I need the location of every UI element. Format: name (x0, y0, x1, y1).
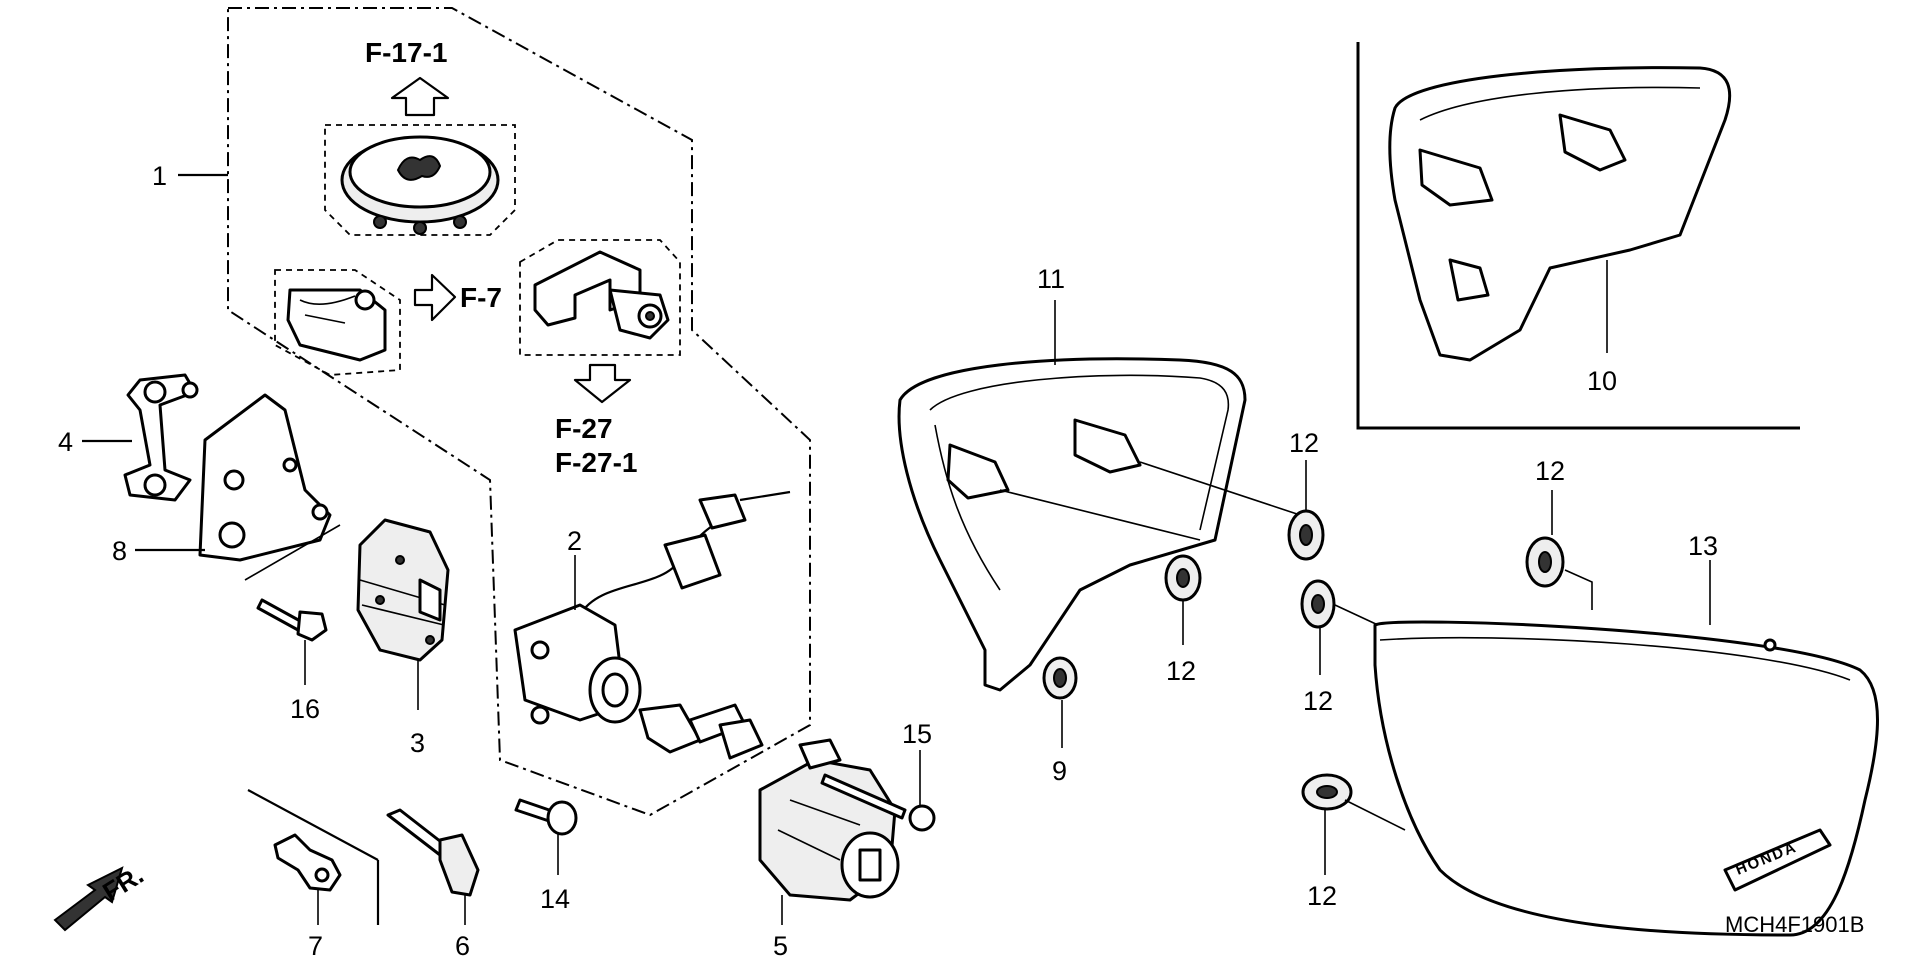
diagram-code: MCH4F1901B (1725, 912, 1864, 937)
grommet-12a-part (1287, 509, 1325, 561)
grommet-12b-part (1164, 554, 1202, 602)
label-6: 6 (455, 931, 470, 959)
ref-f17-1: F-17-1 (365, 37, 447, 68)
leader-8-ext (244, 524, 341, 581)
label-12e: 12 (1307, 881, 1337, 911)
label-14: 14 (540, 884, 570, 914)
ignition-switch-part (513, 490, 791, 760)
side-cover-inset-part (1388, 66, 1732, 362)
label-12c: 12 (1303, 686, 1333, 716)
label-11: 11 (1037, 264, 1065, 294)
bolt-16-part (256, 598, 328, 642)
helmet-holder-part (533, 250, 670, 340)
label-5: 5 (773, 931, 788, 959)
label-3: 3 (410, 728, 425, 758)
bracket-part (123, 373, 199, 502)
label-1: 1 (152, 161, 167, 191)
bolt-15-part (820, 773, 936, 832)
bushing-part (356, 518, 450, 662)
label-8: 8 (112, 536, 127, 566)
label-15: 15 (902, 719, 932, 749)
ref-f27-1: F-27-1 (555, 447, 637, 478)
label-12a: 12 (1289, 428, 1319, 458)
label-10: 10 (1587, 366, 1617, 396)
lock-cylinder-part (758, 738, 900, 902)
side-cover-right-part: HONDA (1373, 620, 1879, 937)
arrow-right-icon (413, 273, 457, 322)
grommet-9-part (1042, 656, 1078, 700)
key-part (386, 808, 480, 897)
front-direction-label: FR. (97, 859, 148, 907)
seat-lock-part (286, 288, 387, 362)
side-cover-left-part (897, 357, 1301, 692)
arrow-down-icon (573, 363, 632, 404)
kit-boundary-line (227, 7, 811, 817)
label-16: 16 (290, 694, 320, 724)
grommet-12d-part (1525, 536, 1565, 588)
grommet-12e-part (1301, 773, 1353, 811)
key-area-divider (247, 789, 379, 861)
grommet-12e-line (1344, 799, 1406, 831)
grommet-12c-line (1334, 604, 1379, 626)
label-12d: 12 (1535, 456, 1565, 486)
label-12b: 12 (1166, 656, 1196, 686)
grommet-12c-part (1300, 579, 1336, 629)
fuel-cap-dashed-outline (324, 124, 516, 236)
inset-frame (1356, 42, 1800, 430)
label-4: 4 (58, 427, 73, 457)
ref-f27: F-27 (555, 413, 613, 444)
fuel-cap-part (340, 135, 500, 235)
label-9: 9 (1052, 756, 1067, 786)
plate-part (198, 393, 332, 562)
grommet-12d-line (1564, 569, 1593, 610)
seat-lock-dashed-outline (274, 269, 401, 376)
front-direction-arrow-icon (53, 866, 124, 932)
arrow-up-icon (390, 76, 450, 117)
screw-14-part (514, 798, 578, 836)
label-13: 13 (1688, 531, 1718, 561)
label-7: 7 (308, 931, 323, 959)
key-blank-part (273, 833, 342, 892)
label-2: 2 (567, 526, 582, 556)
ref-f7: F-7 (460, 282, 502, 313)
